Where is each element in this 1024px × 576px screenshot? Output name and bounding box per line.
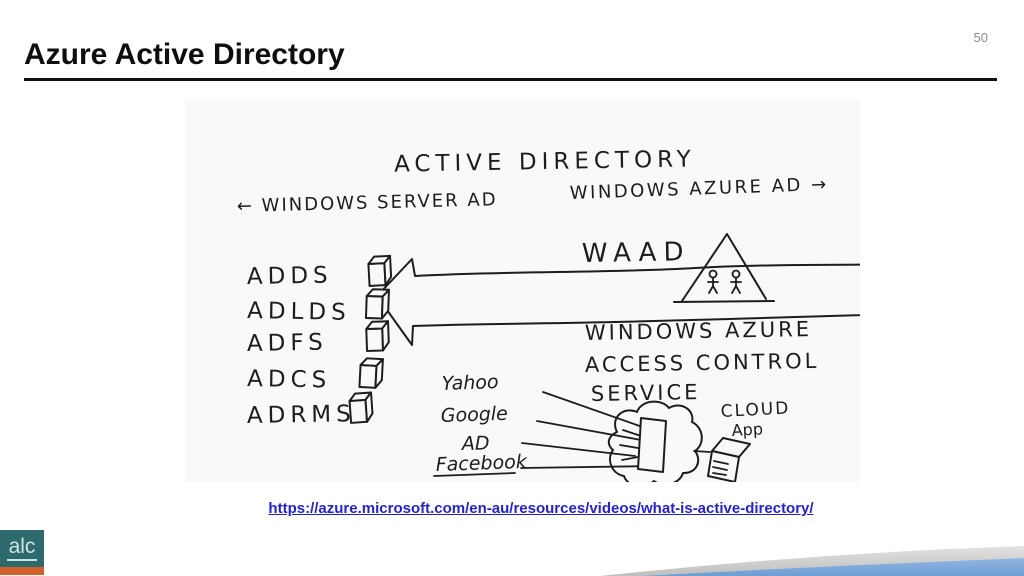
svg-text:WINDOWS AZURE: WINDOWS AZURE: [585, 317, 813, 345]
diagram-heading: ACTIVE DIRECTORY: [394, 146, 696, 177]
server-ad-service-list: ADDS ADLDS ADFS ADCS ADRMS: [247, 254, 393, 429]
svg-text:ACCESS CONTROL: ACCESS CONTROL: [585, 349, 820, 377]
logo-text: alc: [6, 536, 38, 561]
active-directory-diagram: ACTIVE DIRECTORY ← WINDOWS SERVER AD WIN…: [185, 100, 860, 482]
list-item: ADDS: [247, 263, 333, 290]
corner-ribbon-decoration: [600, 546, 1024, 576]
stick-figure-icon: [730, 269, 742, 294]
stick-figure-icon: [707, 269, 719, 294]
waad-label: WAAD: [582, 237, 691, 269]
ribbon-gray-stripe: [600, 546, 1024, 576]
facebook-underline: [433, 472, 516, 477]
diagram-canvas: ACTIVE DIRECTORY ← WINDOWS SERVER AD WIN…: [237, 146, 860, 482]
ribbon-blue-stripe: [640, 558, 1024, 576]
double-arrow-banner-icon: [376, 258, 860, 346]
access-control-service-label: WINDOWS AZURE ACCESS CONTROL SERVICE: [585, 317, 820, 406]
page-title: Azure Active Directory: [24, 38, 345, 71]
identity-provider-list: Yahoo Google AD Facebook: [433, 371, 528, 477]
source-link[interactable]: https://azure.microsoft.com/en-au/resour…: [268, 500, 814, 517]
provider-connector-lines: [520, 391, 658, 469]
cloud-app-label-line2: App: [731, 419, 763, 440]
svg-text:SERVICE: SERVICE: [591, 380, 701, 406]
cloud-app-label-line1: CLOUD: [720, 398, 791, 422]
cube-icon: [367, 254, 393, 287]
banner-right-label: WINDOWS AZURE AD →: [569, 174, 829, 204]
list-item: ADLDS: [247, 298, 351, 326]
list-item: Yahoo: [441, 371, 499, 395]
list-item: Facebook: [435, 451, 528, 476]
list-item: AD: [460, 433, 490, 456]
users-triangle-icon: [673, 233, 775, 303]
cube-icon: [364, 287, 390, 320]
list-item: Google: [440, 403, 508, 427]
list-item: ADRMS: [247, 401, 356, 429]
list-item: ADCS: [247, 366, 332, 393]
page-number: 50: [973, 30, 988, 45]
cloud-app-connector-line: [693, 450, 711, 453]
cloud-app-box-icon: [707, 437, 751, 482]
logo-teal-box: alc: [0, 530, 44, 567]
list-item: ADFS: [247, 330, 328, 357]
cube-icon: [348, 391, 375, 424]
cube-icon: [358, 356, 384, 390]
title-underline: [24, 78, 997, 81]
banner-left-label: ← WINDOWS SERVER AD: [237, 189, 498, 217]
logo-orange-bar: [0, 567, 44, 575]
cube-icon: [365, 320, 391, 352]
alc-logo: alc: [0, 530, 44, 575]
cloud-hand-icon: [607, 400, 703, 482]
